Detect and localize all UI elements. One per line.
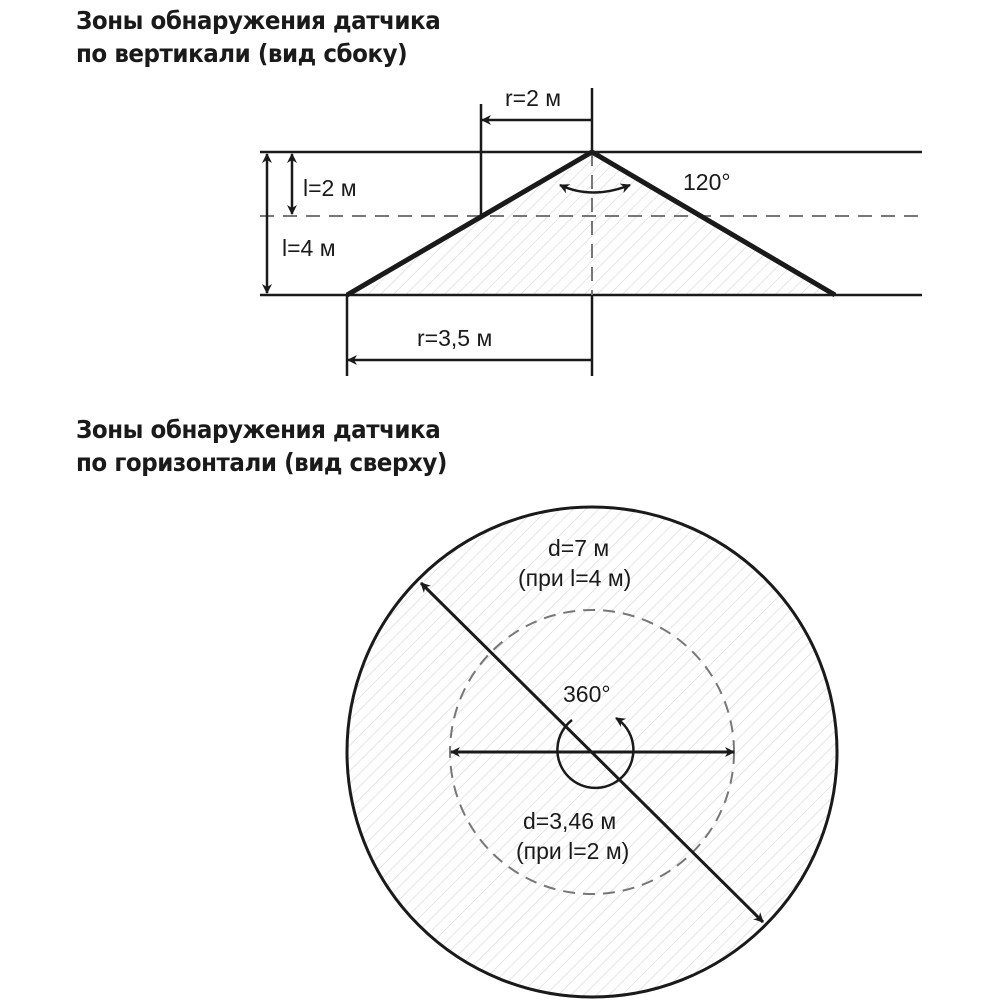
title-line: по вертикали (вид сбоку) bbox=[76, 39, 408, 68]
d-large-note: (при l=4 м) bbox=[518, 565, 631, 591]
d-large-label: d=7 м bbox=[548, 535, 609, 561]
angle-arrow bbox=[559, 183, 631, 194]
d-small-label: d=3,46 м bbox=[523, 808, 616, 834]
top-view-diagram: d=7 м (при l=4 м) 360° d=3,46 м (при l=2… bbox=[345, 505, 839, 999]
title-line: Зоны обнаружения датчика bbox=[76, 6, 441, 35]
r-small-label: r=2 м bbox=[505, 85, 561, 111]
d-small-note: (при l=2 м) bbox=[516, 838, 629, 864]
l-large-label: l=4 м bbox=[282, 235, 336, 261]
top-view-title: Зоны обнаружения датчика по горизонтали … bbox=[76, 413, 447, 479]
rotation-arrow bbox=[556, 716, 635, 790]
l-small-label: l=2 м bbox=[303, 175, 357, 201]
side-view-title: Зоны обнаружения датчика по вертикали (в… bbox=[76, 4, 441, 70]
r-large-label: r=3,5 м bbox=[417, 325, 492, 351]
side-view-diagram: r=2 м r=3,5 м l=2 м l=4 м 120° bbox=[260, 85, 922, 376]
angle-label: 360° bbox=[563, 681, 611, 707]
angle-label: 120° bbox=[683, 169, 731, 195]
title-line: Зоны обнаружения датчика bbox=[76, 415, 441, 444]
title-line: по горизонтали (вид сверху) bbox=[76, 448, 447, 477]
